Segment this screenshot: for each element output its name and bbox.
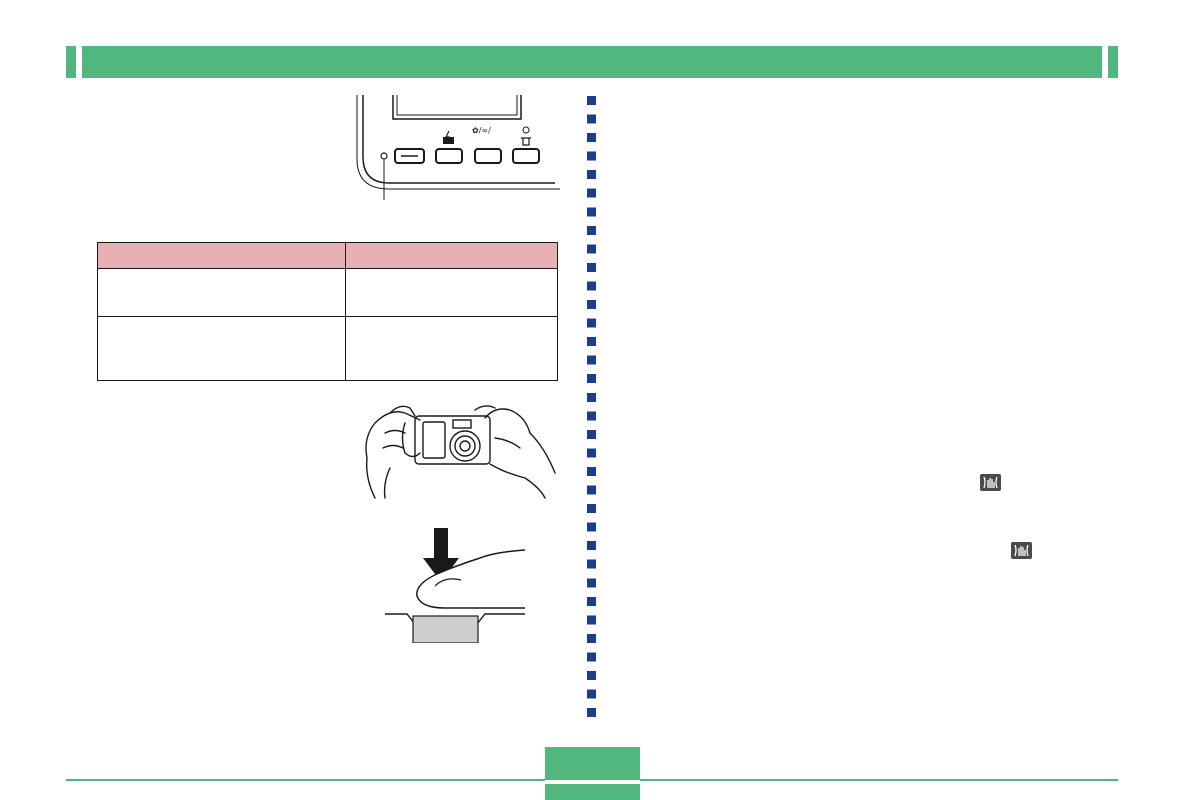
page-number-tab-lower <box>545 784 640 800</box>
indicator-lamp <box>380 152 388 160</box>
shutter-button <box>412 615 479 643</box>
table-row <box>97 268 558 317</box>
macro-infinity-label: ✿/∞/ <box>472 126 491 135</box>
footer-line-right <box>640 779 1118 781</box>
trash-icon <box>521 137 531 146</box>
hands-holding-camera-illustration <box>365 405 556 499</box>
table-cell <box>345 268 558 317</box>
header-right-cap <box>1108 46 1118 78</box>
table-header-row <box>97 242 558 270</box>
header-bar <box>82 46 1102 78</box>
header-left-cap <box>66 46 76 78</box>
self-timer-icon <box>522 126 530 134</box>
camera-back-panel-illustration: ✿/∞/ <box>356 95 560 200</box>
page-number-tab <box>545 747 640 780</box>
panel-button-2 <box>435 148 463 164</box>
footer-line-left <box>66 779 545 781</box>
table-cell <box>97 315 346 382</box>
panel-button-4 <box>512 148 540 164</box>
column-divider-dots <box>587 96 596 726</box>
table-header-cell <box>345 242 558 270</box>
info-table <box>97 242 558 382</box>
hand-shake-icon <box>1011 542 1032 559</box>
panel-button-3 <box>474 148 502 164</box>
table-cell <box>97 268 346 317</box>
table-cell <box>345 315 558 382</box>
folder-icon <box>443 137 454 144</box>
hand-shake-icon <box>980 474 1001 491</box>
shutter-press-illustration <box>385 528 525 643</box>
table-header-cell <box>97 242 346 270</box>
table-row <box>97 315 558 382</box>
